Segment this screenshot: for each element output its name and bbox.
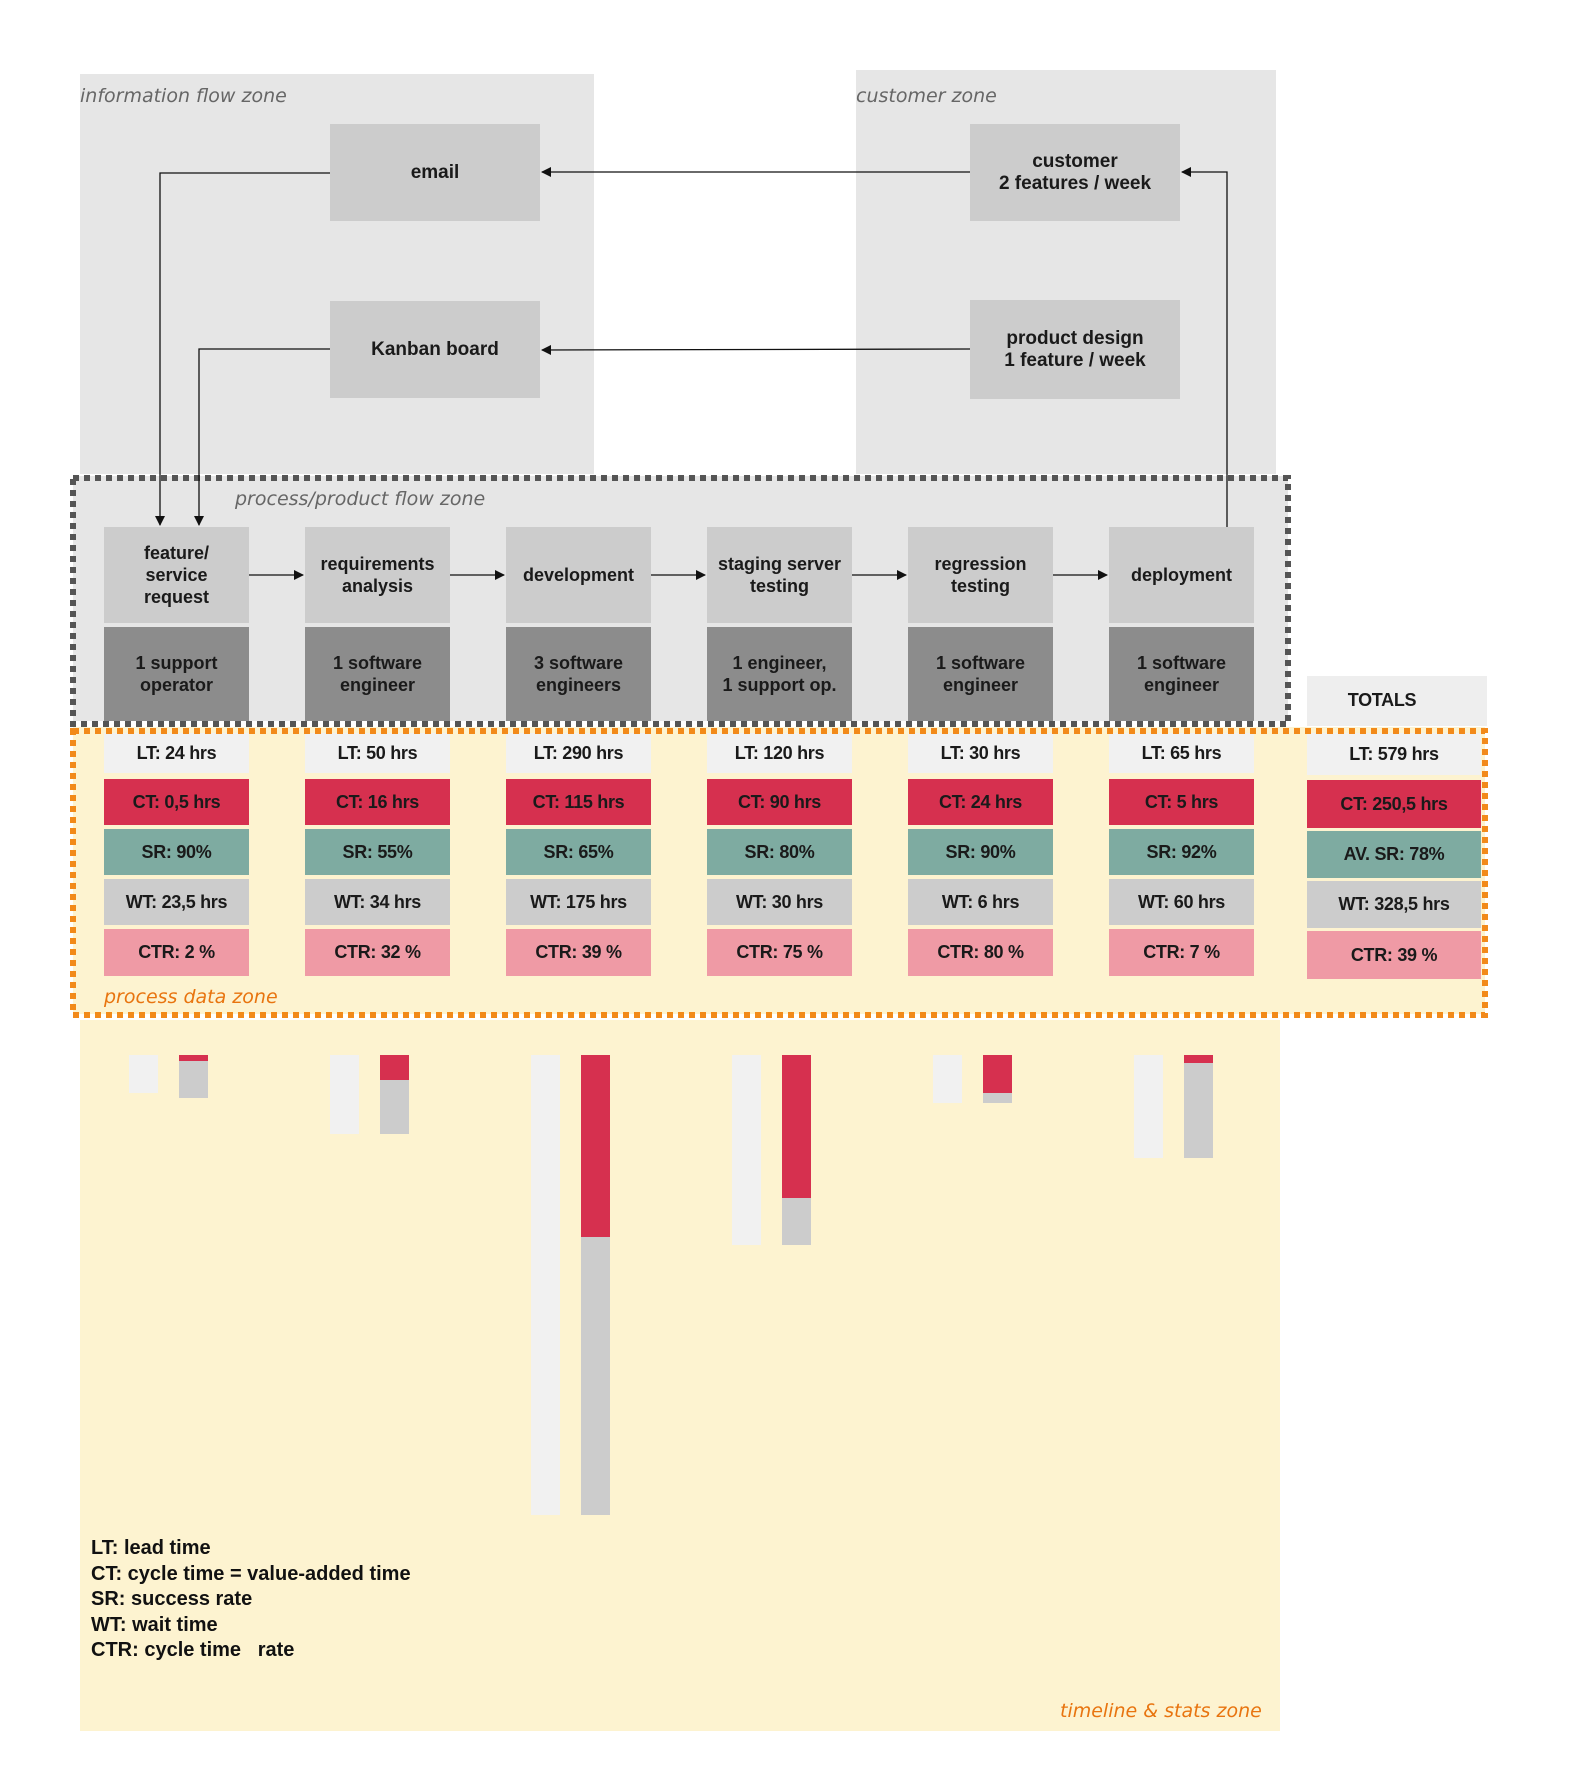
total-lead-time-cell: LT: 579 hrs: [1307, 733, 1481, 775]
kanban-board-box: Kanban board: [330, 301, 540, 398]
customer-zone-label: customer zone: [856, 85, 997, 107]
process-data-zone-border: [70, 728, 1488, 1018]
resource-box: 1 software engineer: [305, 627, 450, 721]
lead-time-bar: [531, 1055, 560, 1515]
legend-item: CT: cycle time = value-added time: [91, 1562, 411, 1585]
step-box-deployment: deployment: [1109, 527, 1254, 623]
lead-time-bar: [933, 1055, 962, 1103]
resource-box: 1 support operator: [104, 627, 249, 721]
success-rate-cell: SR: 55%: [305, 829, 450, 875]
step-box-feature-request: feature/ service request: [104, 527, 249, 623]
step-box-requirements-analysis: requirements analysis: [305, 527, 450, 623]
cycle-time-bar: [380, 1055, 409, 1081]
wait-time-bar: [983, 1093, 1012, 1103]
process-flow-zone-border: [70, 475, 1291, 727]
lead-time-cell: LT: 120 hrs: [707, 733, 852, 773]
wait-time-bar: [179, 1061, 208, 1099]
wait-time-bar: [380, 1080, 409, 1135]
cycle-time-cell: CT: 16 hrs: [305, 779, 450, 825]
step-box-development: development: [506, 527, 651, 623]
email-box: email: [330, 124, 540, 221]
cycle-time-cell: CT: 90 hrs: [707, 779, 852, 825]
total-wait-time-cell: WT: 328,5 hrs: [1307, 881, 1481, 928]
wait-time-cell: WT: 30 hrs: [707, 879, 852, 925]
legend-item: CTR: cycle time rate: [91, 1639, 295, 1661]
resource-box: 3 software engineers: [506, 627, 651, 721]
information-zone-label: information flow zone: [80, 85, 287, 107]
lead-time-cell: LT: 24 hrs: [104, 733, 249, 773]
timeline-zone: [80, 1020, 1280, 1731]
lead-time-cell: LT: 50 hrs: [305, 733, 450, 773]
wait-time-cell: WT: 175 hrs: [506, 879, 651, 925]
average-success-rate-cell: AV. SR: 78%: [1307, 831, 1481, 878]
success-rate-cell: SR: 80%: [707, 829, 852, 875]
process-data-zone-label: process data zone: [104, 986, 278, 1008]
cycle-time-rate-cell: CTR: 2 %: [104, 929, 249, 976]
totals-title: TOTALS: [1347, 689, 1417, 710]
wait-time-cell: WT: 60 hrs: [1109, 879, 1254, 925]
success-rate-cell: SR: 90%: [908, 829, 1053, 875]
legend-item: SR: success rate: [91, 1588, 253, 1610]
totals-header-bg: [1307, 676, 1487, 726]
arrow-email-to-feature-request: [155, 172, 330, 526]
resource-box: 1 software engineer: [1109, 627, 1254, 721]
resource-box: 1 software engineer: [908, 627, 1053, 721]
lead-time-bar: [330, 1055, 359, 1135]
cycle-time-rate-cell: CTR: 75 %: [707, 929, 852, 976]
wait-time-bar: [1184, 1062, 1213, 1159]
step-box-regression-testing: regression testing: [908, 527, 1053, 623]
lead-time-bar: [1134, 1055, 1163, 1159]
cycle-time-cell: CT: 5 hrs: [1109, 779, 1254, 825]
cycle-time-cell: CT: 24 hrs: [908, 779, 1053, 825]
wait-time-cell: WT: 23,5 hrs: [104, 879, 249, 925]
resource-box: 1 engineer, 1 support op.: [707, 627, 852, 721]
success-rate-cell: SR: 65%: [506, 829, 651, 875]
arrow-deployment-to-customer: [1181, 167, 1228, 527]
cycle-time-rate-cell: CTR: 80 %: [908, 929, 1053, 976]
cycle-time-rate-cell: CTR: 32 %: [305, 929, 450, 976]
legend-item: LT: lead time: [91, 1537, 211, 1559]
cycle-time-bar: [782, 1055, 811, 1198]
lead-time-cell: LT: 30 hrs: [908, 733, 1053, 773]
success-rate-cell: SR: 90%: [104, 829, 249, 875]
cycle-time-bar: [581, 1055, 610, 1238]
cycle-time-rate-cell: CTR: 7 %: [1109, 929, 1254, 976]
cycle-time-cell: CT: 0,5 hrs: [104, 779, 249, 825]
lead-time-bar: [732, 1055, 761, 1246]
cycle-time-bar: [1184, 1055, 1213, 1063]
total-cycle-time-rate-cell: CTR: 39 %: [1307, 931, 1481, 979]
cycle-time-bar: [179, 1055, 208, 1061]
process-flow-zone-label: process/product flow zone: [235, 488, 486, 510]
arrow-kanban-to-feature-request: [194, 348, 330, 526]
wait-time-cell: WT: 6 hrs: [908, 879, 1053, 925]
lead-time-bar: [129, 1055, 158, 1094]
arrow-product-design-to-kanban: [541, 344, 971, 355]
wait-time-cell: WT: 34 hrs: [305, 879, 450, 925]
cycle-time-cell: CT: 115 hrs: [506, 779, 651, 825]
product-design-box: product design 1 feature / week: [970, 300, 1180, 399]
wait-time-bar: [782, 1197, 811, 1246]
legend-item: WT: wait time: [91, 1613, 218, 1636]
step-box-staging-server-testing: staging server testing: [707, 527, 852, 623]
process-flow-zone: [73, 476, 1288, 721]
total-cycle-time-cell: CT: 250,5 hrs: [1307, 780, 1481, 828]
timeline-zone-label: timeline & stats zone: [1060, 1700, 1262, 1722]
cycle-time-bar: [983, 1055, 1012, 1094]
legend: LT: lead time CT: cycle time = value-add…: [91, 1536, 411, 1664]
success-rate-cell: SR: 92%: [1109, 829, 1254, 875]
lead-time-cell: LT: 65 hrs: [1109, 733, 1254, 773]
wait-time-bar: [581, 1237, 610, 1515]
customer-box: customer 2 features / week: [970, 124, 1180, 221]
cycle-time-rate-cell: CTR: 39 %: [506, 929, 651, 976]
lead-time-cell: LT: 290 hrs: [506, 733, 651, 773]
